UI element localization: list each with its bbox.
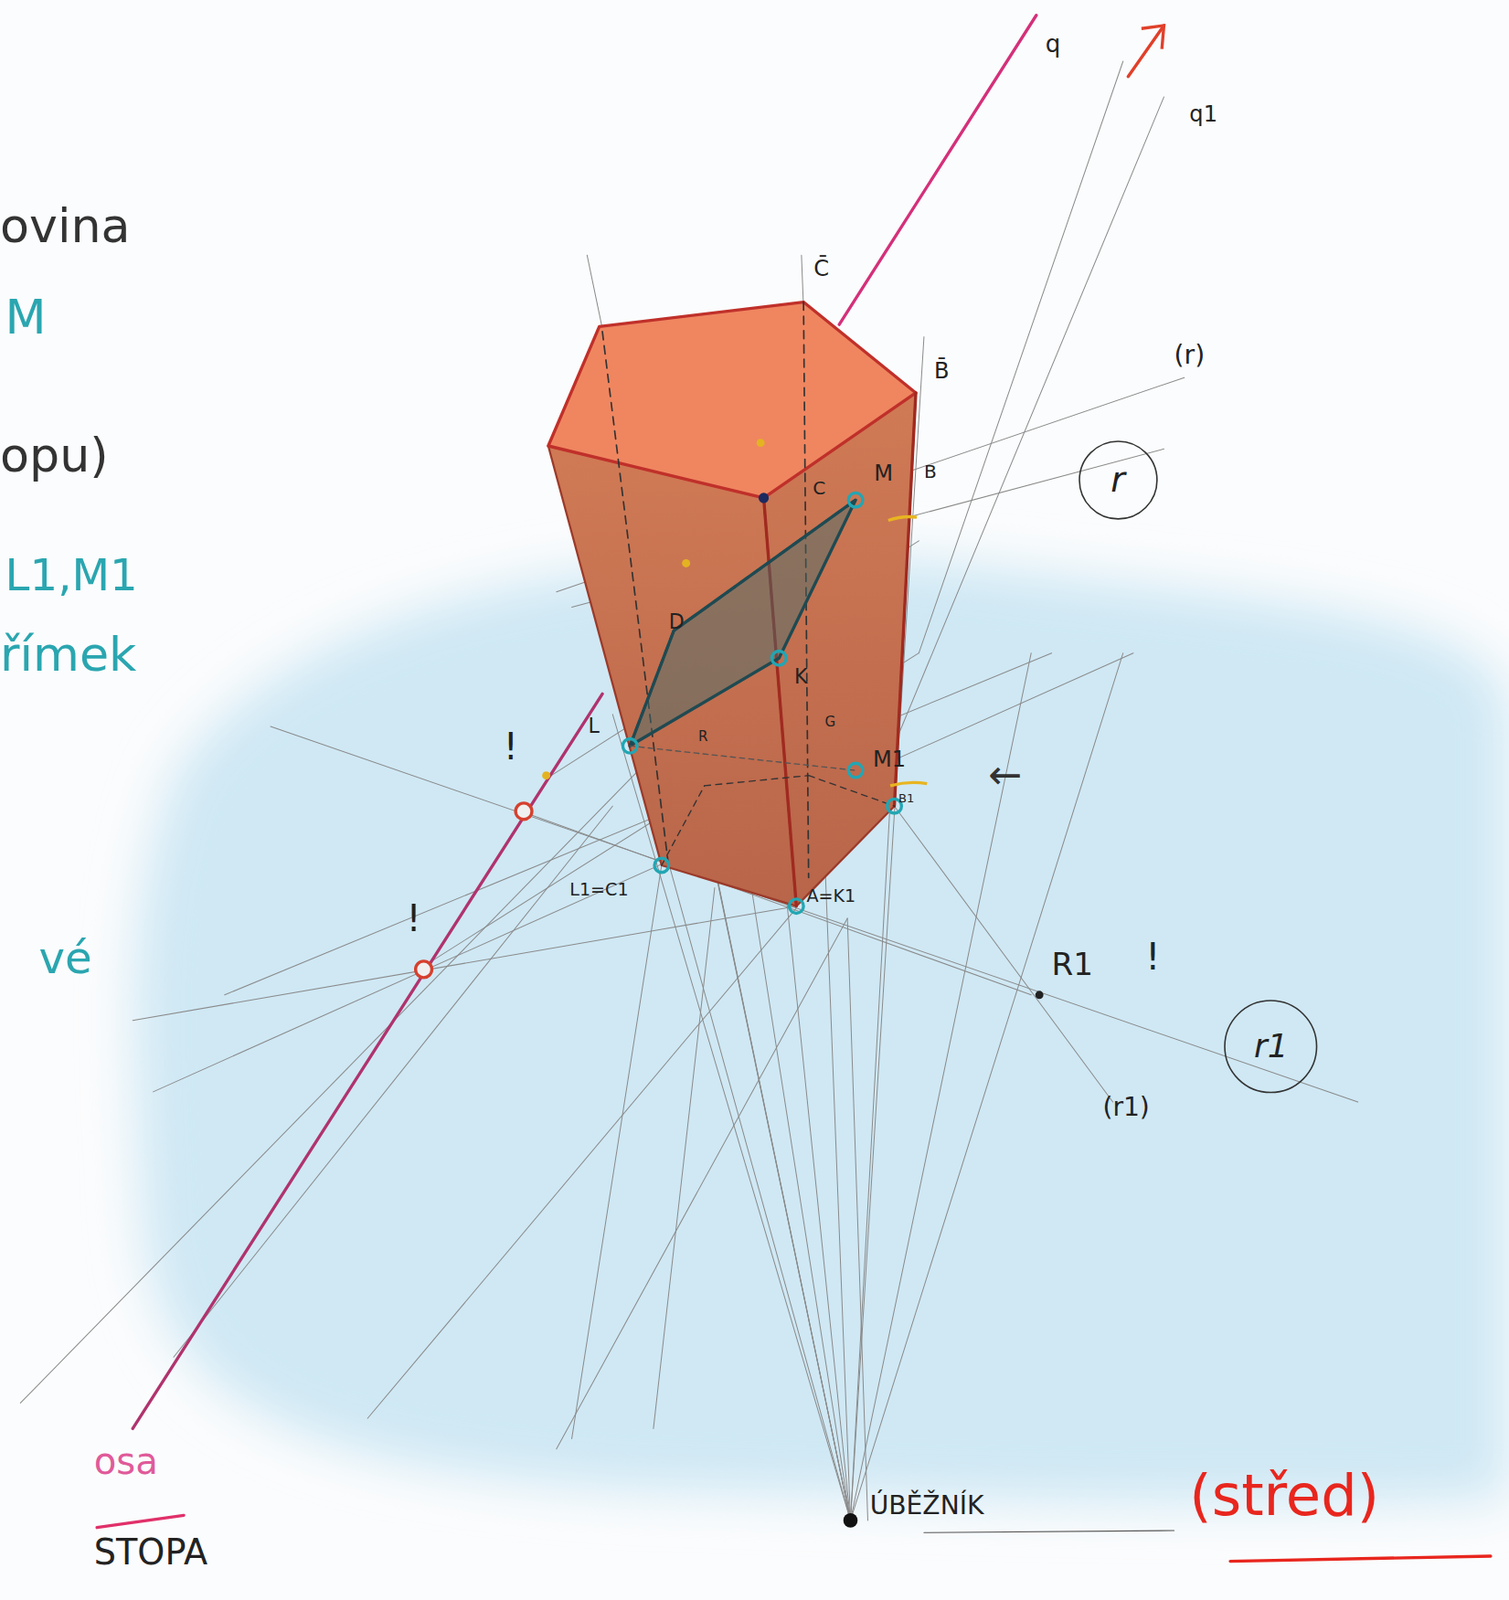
construction-line bbox=[572, 865, 662, 1440]
drawing-label: ! bbox=[503, 726, 519, 767]
point-dot bbox=[1035, 990, 1044, 999]
construction-line bbox=[898, 96, 1164, 735]
construction-line bbox=[132, 906, 797, 1021]
center-underline bbox=[1230, 1556, 1491, 1563]
direction-arrow bbox=[1127, 25, 1164, 77]
section-edge bbox=[629, 630, 674, 746]
drawing-label: osa bbox=[94, 1441, 159, 1482]
circled-label: r1 bbox=[1222, 998, 1319, 1095]
drawing-label: ÚBĚŽNÍK bbox=[870, 1492, 985, 1521]
center-underline-thin bbox=[924, 1530, 1175, 1533]
drawing-label: R bbox=[698, 729, 708, 745]
construction-line bbox=[894, 806, 1114, 1103]
drawing-label: (střed) bbox=[1189, 1465, 1380, 1529]
drawing-label: (r) bbox=[1174, 341, 1206, 371]
marker-dot bbox=[681, 559, 691, 568]
marker-dot bbox=[756, 438, 766, 447]
prism-top-face bbox=[548, 302, 916, 499]
drawing-label: ← bbox=[988, 753, 1022, 798]
drawing-label: D bbox=[669, 610, 685, 633]
drawing-label: ! bbox=[406, 898, 422, 939]
drawing-label: L1,M1 bbox=[5, 551, 139, 600]
drawing-label: ovina bbox=[0, 199, 131, 253]
circle-shape bbox=[1224, 1000, 1318, 1094]
circle-shape bbox=[1079, 441, 1158, 520]
hidden-edge bbox=[704, 775, 809, 787]
direction-arrowhead bbox=[1141, 25, 1165, 50]
drawing-label: vé bbox=[38, 934, 92, 983]
drawing-label: L bbox=[587, 714, 599, 737]
drawing-label: (r1) bbox=[1102, 1094, 1149, 1123]
drawing-label: B̄ bbox=[934, 359, 950, 384]
hidden-edge bbox=[808, 775, 895, 808]
drawing-label: ! bbox=[1145, 936, 1160, 978]
drawing-label: B bbox=[924, 461, 937, 482]
marker-dot bbox=[541, 771, 551, 780]
vertex-dot bbox=[758, 492, 769, 503]
construction-line bbox=[367, 908, 797, 1419]
construction-line bbox=[653, 888, 715, 1430]
drawing-label: q1 bbox=[1189, 102, 1218, 128]
circle-text: r bbox=[1110, 459, 1126, 500]
trace-underline bbox=[96, 1515, 184, 1528]
drawing-label: M1 bbox=[872, 747, 906, 773]
drawing-label: A=K1 bbox=[806, 886, 856, 906]
section-point bbox=[848, 763, 863, 778]
drawing-label: římek bbox=[0, 627, 137, 681]
drawing-label: STOPA bbox=[94, 1533, 208, 1573]
axis-line bbox=[132, 693, 603, 1429]
drawing-label: opu) bbox=[0, 428, 109, 482]
vanishing-point bbox=[843, 1513, 859, 1529]
section-point bbox=[771, 650, 787, 666]
circled-label: r bbox=[1077, 439, 1159, 521]
section-point bbox=[622, 738, 638, 754]
axis-intersection bbox=[515, 803, 532, 820]
drawing-label: q bbox=[1045, 31, 1062, 58]
hidden-edge bbox=[661, 786, 705, 866]
marker-arc bbox=[890, 782, 927, 786]
marker-arc bbox=[888, 517, 917, 521]
drawing-label: K bbox=[794, 665, 808, 688]
drawing-label: G bbox=[825, 714, 837, 731]
construction-line bbox=[629, 745, 856, 771]
prism-edge bbox=[894, 393, 916, 807]
section-point bbox=[848, 492, 863, 508]
axis-intersection bbox=[415, 961, 433, 978]
construction-line bbox=[20, 754, 654, 1403]
drawing-label: C̄ bbox=[813, 256, 829, 282]
drawing-label: M bbox=[873, 461, 893, 487]
section-polygon bbox=[629, 499, 856, 746]
drawing-label: M bbox=[5, 290, 47, 344]
drawing-label: R1 bbox=[1052, 947, 1095, 983]
drawing-label: L1=C1 bbox=[569, 880, 628, 900]
circle-text: r1 bbox=[1253, 1027, 1288, 1065]
axis-line-q bbox=[839, 15, 1037, 325]
hidden-edge bbox=[602, 331, 670, 868]
section-point bbox=[788, 899, 804, 914]
construction-line bbox=[847, 918, 868, 1521]
drawing-label: C bbox=[812, 478, 826, 499]
section-point bbox=[654, 858, 670, 873]
drawing-label: B1 bbox=[898, 792, 914, 806]
section-edge bbox=[673, 499, 856, 631]
